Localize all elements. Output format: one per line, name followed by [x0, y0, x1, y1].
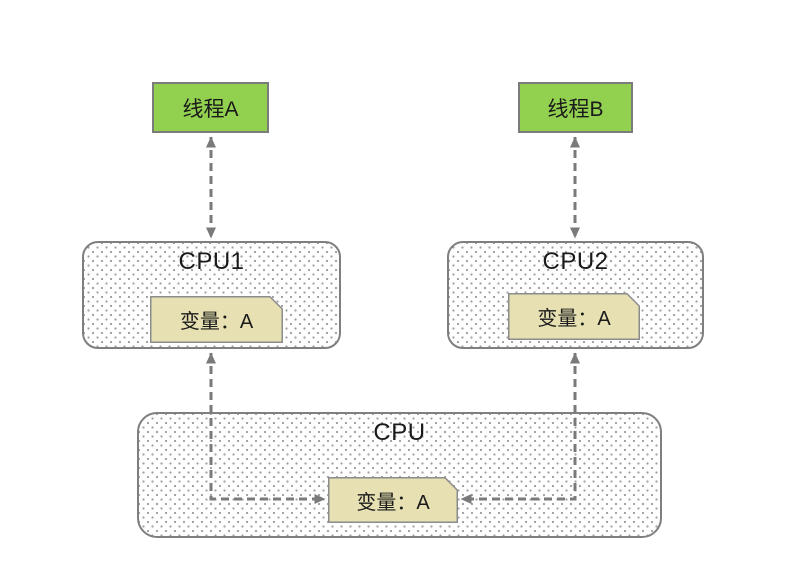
cpu2-variable-card: 变量：A	[508, 293, 640, 340]
thread-b-label: 线程B	[547, 97, 604, 121]
cpu-main-variable-label: 变量：A	[356, 491, 430, 514]
variable-card-shape	[150, 296, 283, 343]
thread-a-label: 线程A	[182, 97, 239, 121]
cpu-main-variable-card: 变量：A	[328, 477, 458, 523]
thread-b-node: 线程B	[518, 82, 633, 133]
variable-card-shape	[328, 477, 458, 523]
cpu-main-label: CPU	[373, 419, 426, 446]
cpu1-label: CPU1	[178, 248, 245, 275]
cpu-main-node: CPU 变量：A	[137, 412, 662, 538]
thread-a-node: 线程A	[152, 82, 269, 133]
variable-card-shape	[508, 293, 640, 340]
cpu2-label: CPU2	[542, 248, 609, 275]
cpu1-variable-label: 变量：A	[179, 311, 254, 333]
cpu1-node: CPU1 变量：A	[82, 241, 341, 349]
cpu2-variable-label: 变量：A	[537, 308, 611, 330]
cpu1-variable-card: 变量：A	[150, 296, 283, 343]
cpu2-node: CPU2 变量：A	[447, 241, 704, 349]
